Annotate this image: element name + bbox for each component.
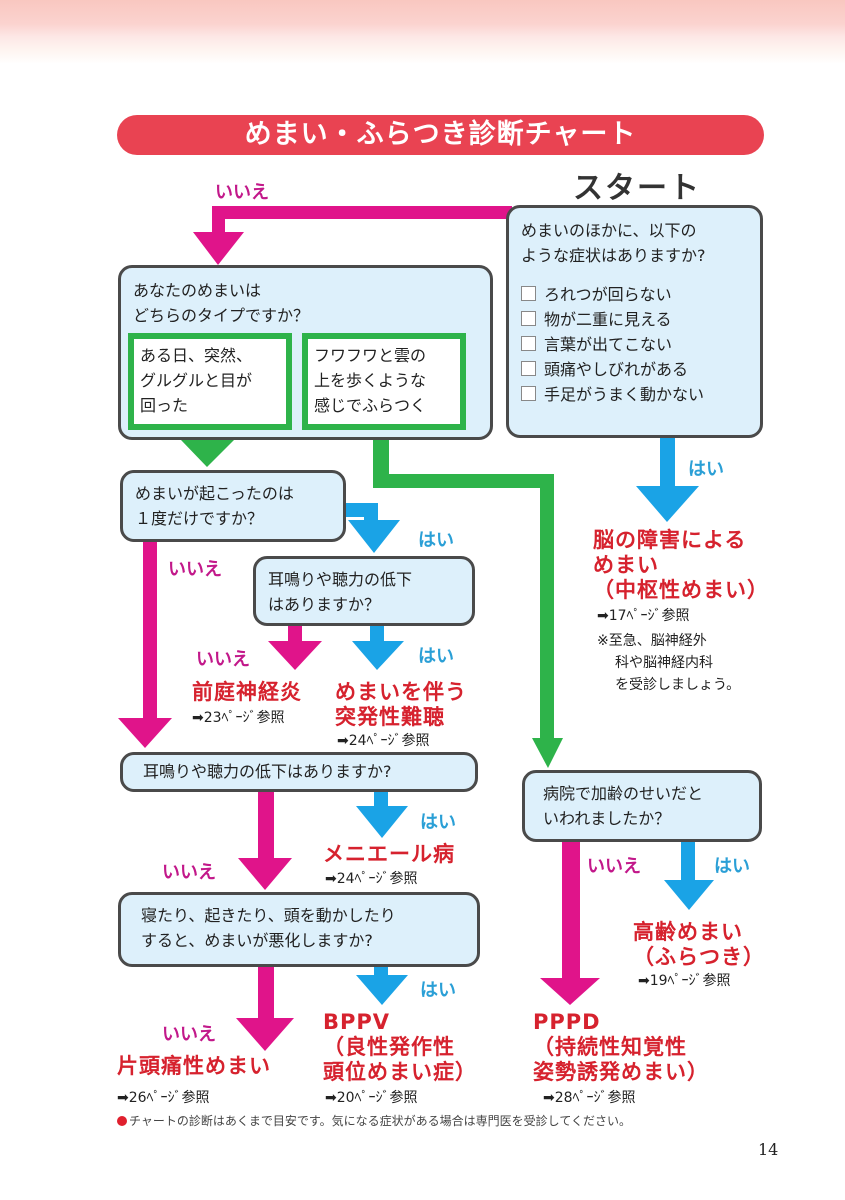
label-yes: はい [418,530,454,551]
arrow-yes-start-shaft [660,438,675,488]
arrow-yes-aging-head [664,880,714,910]
arrow-no-t2-head [238,858,292,890]
result-meniere: メニエール病 [323,842,455,866]
result-elderly-vertigo: 高齢めまい （ふらつき） [633,920,765,969]
question-other-symptoms: めまいのほかに、以下の ような症状はありますか? ろれつが回らない 物が二重に見… [506,205,763,438]
arrow-no-pos-head [236,1018,294,1051]
arrow-no-once-head [118,718,172,748]
arrow-no-t2-shaft [258,790,274,860]
symptom-checkbox-item[interactable]: 物が二重に見える [521,307,748,332]
arrow-yes-start-head [636,486,699,522]
result-central-vertigo: 脳の障害による めまい （中枢性めまい） [593,528,769,602]
arrow-yes-aging-shaft [681,840,695,882]
arrow-no-once-shaft [143,540,157,720]
arrow-typeA-head [181,440,234,467]
arrow-yes-t2-shaft [374,790,388,808]
question-positional: 寝たり、起きたり、頭を動かしたり すると、めまいが悪化しますか? [118,892,480,967]
question-line: ような症状はありますか? [521,246,706,265]
label-yes: はい [688,459,724,480]
arrow-no-t1-head [268,641,322,670]
arrow-typeB-head [532,738,563,768]
label-no: いいえ [215,182,269,203]
symptom-checkbox-item[interactable]: 手足がうまく動かない [521,382,748,407]
option-floating[interactable]: フワフワと雲の 上を歩くような 感じでふらつく [302,333,466,430]
arrow-yes-t1-head [352,641,404,670]
page-ref: ➡28ﾍﾟｰｼﾞ参照 [543,1090,636,1106]
label-yes: はい [420,812,456,833]
option-spinning[interactable]: ある日、突然、 グルグルと目が 回った [128,333,292,430]
arrow-no-aging-head [540,978,600,1005]
arrow-yes-pos-head [356,975,408,1005]
arrow-no-aging-shaft [562,840,580,980]
checkbox-icon[interactable] [521,386,536,401]
question-aging: 病院で加齢のせいだと いわれましたか？ [522,770,762,842]
page-number: 14 [758,1140,779,1159]
arrow-yes-t1-shaft [370,625,384,643]
bullet-icon [117,1116,127,1126]
arrow-yes-once-head [348,520,400,553]
result-sudden-hearing-loss: めまいを伴う 突発性難聴 [335,680,467,729]
label-no: いいえ [196,649,250,670]
checkbox-icon[interactable] [521,311,536,326]
page-ref: ➡23ﾍﾟｰｼﾞ参照 [192,710,285,726]
symptom-checkbox-item[interactable]: 言葉が出てこない [521,332,748,357]
symptom-checkbox-item[interactable]: ろれつが回らない [521,282,748,307]
label-yes: はい [418,646,454,667]
question-tinnitus-first: 耳鳴りや聴力の低下 はありますか？ [253,556,475,626]
question-line: めまいのほかに、以下の [521,221,697,240]
arrow-no-start-v [212,206,225,234]
arrow-yes-t2-head [356,806,408,838]
question-line: あなたのめまいは [133,281,262,300]
urgent-note: ※至急、脳神経外 科や脳神経内科 を受診しましょう。 [597,633,741,693]
checkbox-icon[interactable] [521,286,536,301]
arrow-no-pos-shaft [258,965,274,1020]
page-ref: ➡24ﾍﾟｰｼﾞ参照 [337,733,430,749]
footnote: チャートの診断はあくまで目安です。気になる症状がある場合は専門医を受診してくださ… [117,1112,631,1129]
arrow-no-t1-shaft [288,625,302,643]
start-label: スタート [573,171,701,206]
result-pppd: PPPD （持続性知覚性 姿勢誘発めまい） [533,1010,709,1084]
arrow-no-start-head [193,232,244,265]
page-ref: ➡26ﾍﾟｰｼﾞ参照 [117,1090,210,1106]
label-no: いいえ [587,856,641,877]
header-gradient [0,0,845,80]
label-yes: はい [714,856,750,877]
question-only-once: めまいが起こったのは １度だけですか？ [120,470,346,542]
arrow-typeB-h [373,474,554,488]
question-tinnitus-second: 耳鳴りや聴力の低下はありますか? [120,752,478,792]
arrow-yes-once-v [364,503,378,523]
result-migraine-vertigo: 片頭痛性めまい [117,1054,271,1078]
page-ref: ➡17ﾍﾟｰｼﾞ参照 [597,608,690,624]
label-no: いいえ [162,862,216,883]
arrow-typeB-v2 [540,474,554,744]
label-no: いいえ [162,1024,216,1045]
checkbox-icon[interactable] [521,361,536,376]
label-no: いいえ [168,559,222,580]
label-yes: はい [420,980,456,1001]
result-vestibular-neuritis: 前庭神経炎 [192,680,302,704]
checkbox-icon[interactable] [521,336,536,351]
symptom-checkbox-item[interactable]: 頭痛やしびれがある [521,357,748,382]
chart-title: めまい・ふらつき診断チャート [117,115,764,155]
page-ref: ➡20ﾍﾟｰｼﾞ参照 [325,1090,418,1106]
page-ref: ➡24ﾍﾟｰｼﾞ参照 [325,871,418,887]
arrow-no-start-h [212,206,512,219]
page-ref: ➡19ﾍﾟｰｼﾞ参照 [638,973,731,989]
result-bppv: BPPV （良性発作性 頭位めまい症） [323,1010,477,1084]
question-line: どちらのタイプですか？ [133,306,310,325]
